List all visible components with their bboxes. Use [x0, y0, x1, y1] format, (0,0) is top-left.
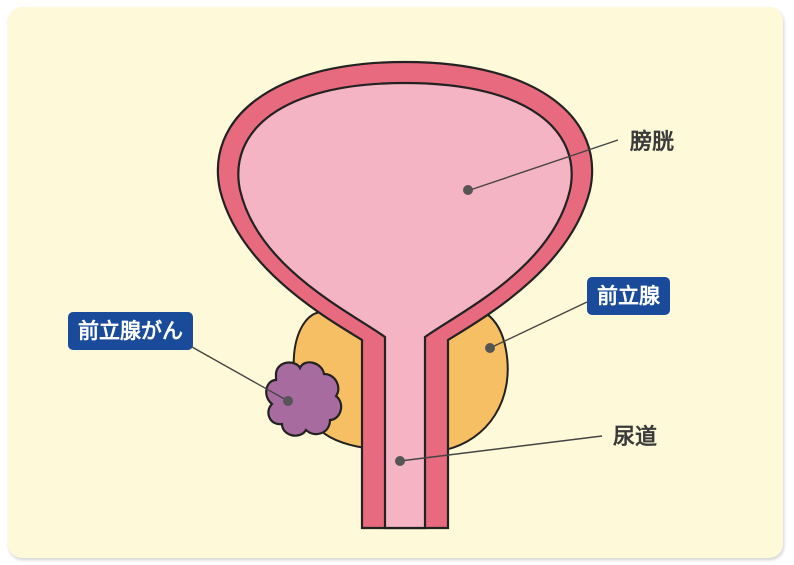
prostate-label: 前立腺	[587, 277, 670, 315]
cancer-leader-line	[192, 347, 288, 401]
bladder-cavity	[238, 83, 571, 528]
bladder-pointer-dot	[463, 185, 473, 195]
urethra-label: 尿道	[613, 427, 657, 449]
prostate-leader-line	[490, 302, 587, 348]
urethra-pointer-dot	[395, 456, 405, 466]
cancer-pointer-dot	[283, 396, 293, 406]
prostate-cancer-label: 前立腺がん	[68, 312, 193, 350]
diagram-panel: 膀胱 前立腺 尿道 前立腺がん	[8, 7, 783, 558]
bladder-label: 膀胱	[630, 132, 674, 154]
prostate-pointer-dot	[485, 343, 495, 353]
